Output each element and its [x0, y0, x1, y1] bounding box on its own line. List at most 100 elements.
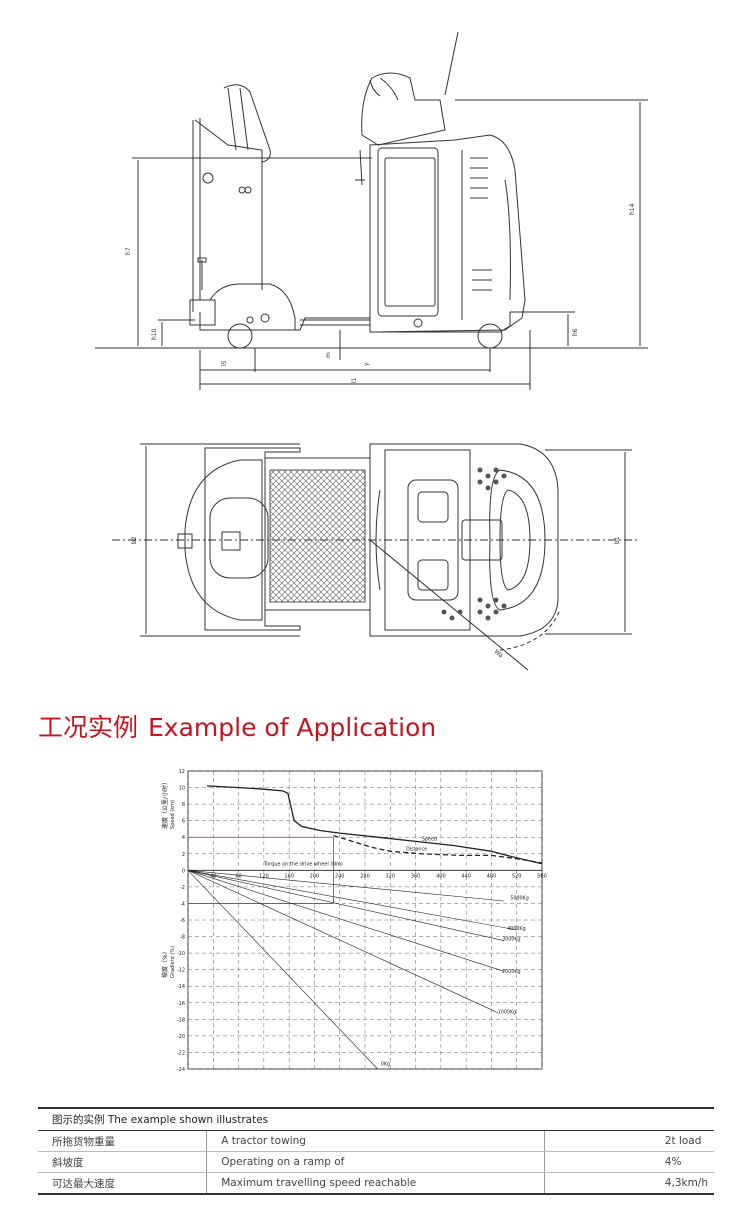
series-label: Distance	[406, 846, 427, 852]
y-tick-label: 8	[182, 802, 185, 808]
dim-h6: h6	[572, 328, 579, 336]
series-line-5000kg	[187, 870, 505, 902]
y-tick-label: 10	[179, 786, 185, 792]
x-axis-label: Torque on the drive wheel (Nm)	[263, 861, 343, 867]
y-axis-label-speed-cn: 速度（公里/小时）	[161, 779, 169, 829]
dim-h10: h10	[151, 328, 158, 340]
x-tick-label: 40	[210, 873, 216, 879]
row-value: 4%	[543, 1151, 714, 1173]
table-row: 斜坡度 Operating on a ramp of 4%	[38, 1151, 714, 1173]
rear-frame	[204, 447, 301, 631]
body-door	[384, 157, 436, 307]
chart-series-labels: SpeedDistance5000Kg4000Kg3000Kg2000Kg100…	[381, 837, 529, 1068]
chassis	[199, 312, 511, 333]
x-tick-label: 80	[235, 873, 241, 879]
main-body	[369, 134, 526, 333]
dim-l1: l1	[351, 377, 358, 383]
rear-wheel	[227, 323, 253, 349]
row-label-cn: 所拖货物重量	[38, 1130, 207, 1152]
dim-l5: l5	[221, 360, 228, 366]
rear-seat	[223, 84, 271, 163]
y-tick-label: -18	[177, 1017, 185, 1023]
chart-grid	[187, 770, 543, 1070]
y-tick-label: -20	[177, 1034, 185, 1040]
y-tick-label: 12	[179, 769, 185, 775]
series-line-2000kg	[187, 870, 505, 972]
section-title-cn: 工况实例	[38, 713, 139, 742]
driver-seat	[361, 72, 446, 146]
series-label: 1000Kg	[498, 1010, 516, 1016]
dim-y: y	[363, 362, 370, 366]
y-tick-label: -2	[180, 885, 185, 891]
dim-wa: Wa	[493, 648, 505, 660]
series-line-4000kg	[187, 870, 517, 931]
series-line-speed	[206, 785, 543, 865]
front-wheel	[477, 323, 503, 349]
top-view-drawing: b2 b1 Wa	[112, 443, 640, 671]
x-tick-label: 400	[436, 873, 446, 879]
y-tick-label: -24	[177, 1067, 185, 1073]
y-tick-label: 6	[182, 819, 185, 825]
y-tick-label: -16	[177, 1001, 185, 1007]
series-label: 0Kg	[381, 1062, 390, 1068]
x-tick-label: 480	[487, 873, 497, 879]
steering-tiller	[444, 31, 459, 96]
y-tick-label: 2	[182, 852, 185, 858]
y-axis-label-gradient-cn: 坡度（%）	[161, 948, 169, 978]
row-label-cn: 可达最大速度	[38, 1172, 207, 1195]
row-label-en: A tractor towing	[206, 1130, 545, 1152]
table-caption: 图示的实例 The example shown illustrates	[38, 1107, 714, 1131]
section-title-en: Example of Application	[148, 713, 437, 742]
rear-seat-top	[209, 497, 269, 579]
dim-b2: b2	[131, 536, 138, 544]
rear-post	[192, 118, 201, 312]
row-value: 2t load	[543, 1130, 714, 1152]
dim-h7: h7	[125, 247, 132, 255]
y-tick-label: 4	[182, 835, 185, 841]
dim-m: m	[325, 352, 332, 358]
x-tick-label: 240	[335, 873, 345, 879]
series-label: Speed	[422, 837, 437, 843]
front-hood	[489, 469, 546, 611]
y-tick-label: -10	[177, 951, 185, 957]
chart-series	[187, 785, 543, 1070]
x-tick-label: 120	[259, 873, 269, 879]
series-label: 3000Kg	[502, 937, 520, 943]
x-tick-label: 280	[360, 873, 370, 879]
y-tick-label: -22	[177, 1050, 185, 1056]
series-line-distance	[333, 834, 543, 864]
y-tick-label: -4	[180, 901, 185, 907]
driver-seat-top	[407, 479, 459, 601]
x-tick-label: 200	[310, 873, 320, 879]
x-tick-label: 320	[386, 873, 396, 879]
y-tick-label: 0	[182, 868, 185, 874]
table-row: 所拖货物重量 A tractor towing 2t load	[38, 1130, 714, 1152]
series-label: 2000Kg	[502, 969, 520, 975]
dim-h14: h14	[629, 203, 636, 215]
row-label-cn: 斜坡度	[38, 1151, 207, 1173]
series-label: 4000Kg	[507, 926, 525, 932]
y-axis-label-speed-en: Speed (km)	[170, 800, 176, 829]
x-tick-label: 520	[512, 873, 522, 879]
side-view-drawing: h7 h10 h14 h6 l5 m y l1	[95, 31, 648, 390]
series-line-1000kg	[187, 870, 498, 1013]
row-label-en: Maximum travelling speed reachable	[206, 1172, 545, 1195]
series-label: 5000Kg	[510, 895, 528, 901]
x-tick-label: 440	[461, 873, 471, 879]
front-body	[369, 443, 559, 637]
dim-b1: b1	[614, 536, 621, 544]
y-tick-label: -6	[180, 918, 185, 924]
section-title: 工况实例 Example of Application	[38, 708, 436, 744]
table-row: 可达最大速度 Maximum travelling speed reachabl…	[38, 1172, 714, 1195]
row-label-en: Operating on a ramp of	[206, 1151, 545, 1173]
row-value: 4,3km/h	[543, 1172, 714, 1195]
x-tick-label: 160	[284, 873, 294, 879]
series-line-0kg	[187, 870, 378, 1070]
y-tick-label: -12	[177, 968, 185, 974]
y-tick-label: -14	[177, 984, 185, 990]
x-tick-label: 360	[411, 873, 421, 879]
y-tick-label: -8	[180, 935, 185, 941]
example-table: 图示的实例 The example shown illustrates 所拖货物…	[38, 1107, 714, 1195]
